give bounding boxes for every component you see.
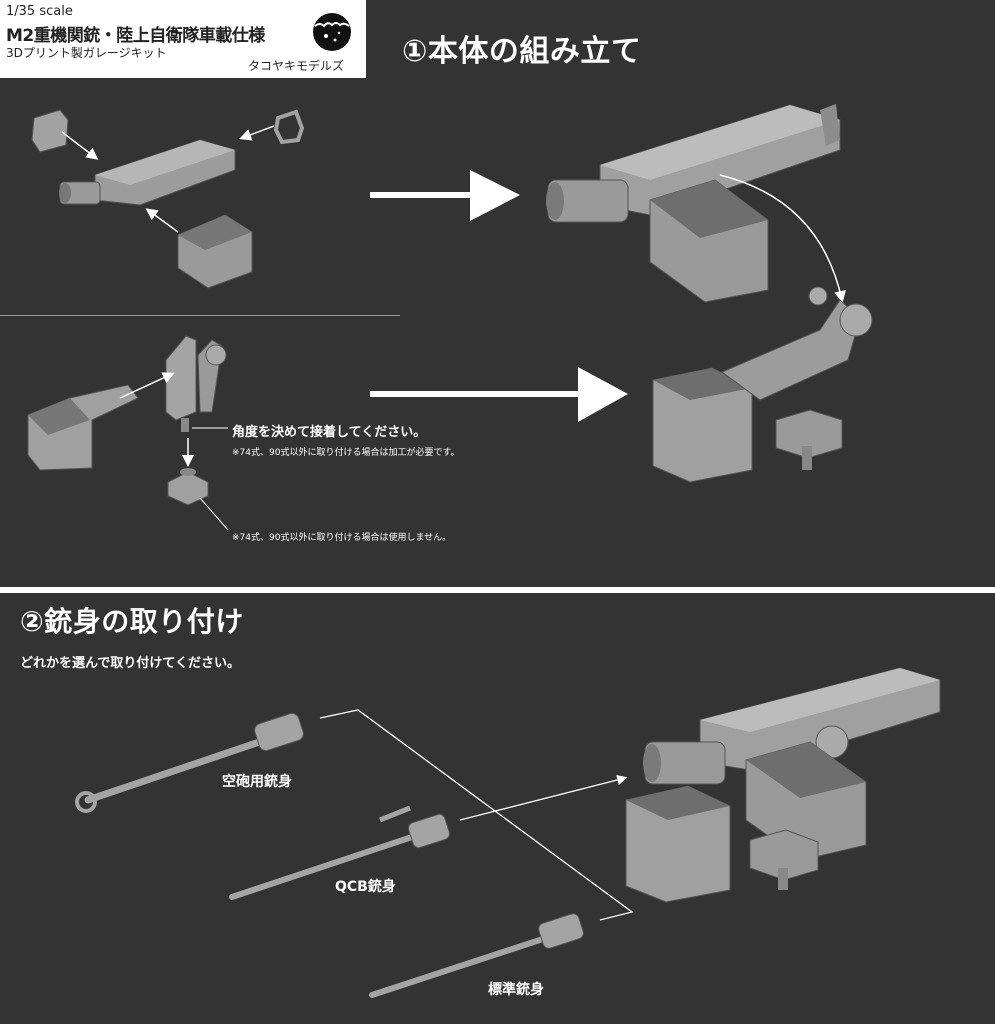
barrel-label-qcb: QCB銃身	[335, 879, 396, 895]
mount-parts	[27, 335, 229, 531]
complete-assembly	[625, 667, 941, 903]
angle-note: 角度を決めて接着してください。	[232, 425, 427, 440]
product-subtitle: 3Dプリント製ガレージキット	[6, 46, 167, 60]
brand-name: タコヤキモデルズ	[248, 59, 345, 73]
section2-subtitle: どれかを選んで取り付けてください。	[20, 656, 240, 671]
section2-title: ②銃身の取り付け	[20, 605, 244, 638]
barrel-qcb	[229, 805, 451, 900]
barrel-blank	[75, 712, 304, 813]
barrel-label-blank: 空砲用銃身	[222, 774, 292, 790]
barrel-label-standard: 標準銃身	[488, 982, 544, 998]
header-box: 1/35 scale M2重機関銃・陸上自衛隊車載仕様 3Dプリント製ガレージキ…	[0, 0, 366, 78]
section1-title: ①本体の組み立て	[402, 34, 642, 69]
assembled-mount	[652, 286, 873, 483]
section1-divider	[0, 315, 400, 316]
exploded-gun-parts	[31, 109, 305, 289]
scale-label: 1/35 scale	[6, 4, 73, 19]
mount-note-2: ※74式、90式以外に取り付ける場合は使用しません。	[232, 533, 452, 543]
takoyaki-logo-icon	[313, 13, 351, 51]
barrel-leader-lines	[319, 709, 634, 921]
assembled-gun	[546, 104, 846, 303]
mount-note-1: ※74式、90式以外に取り付ける場合は加工が必要です。	[232, 448, 460, 458]
arrow-right-icon	[370, 170, 520, 221]
arrow-right-icon	[370, 367, 628, 422]
section-divider	[0, 587, 995, 593]
product-title: M2重機関銃・陸上自衛隊車載仕様	[6, 26, 265, 46]
barrel-standard	[369, 913, 584, 998]
